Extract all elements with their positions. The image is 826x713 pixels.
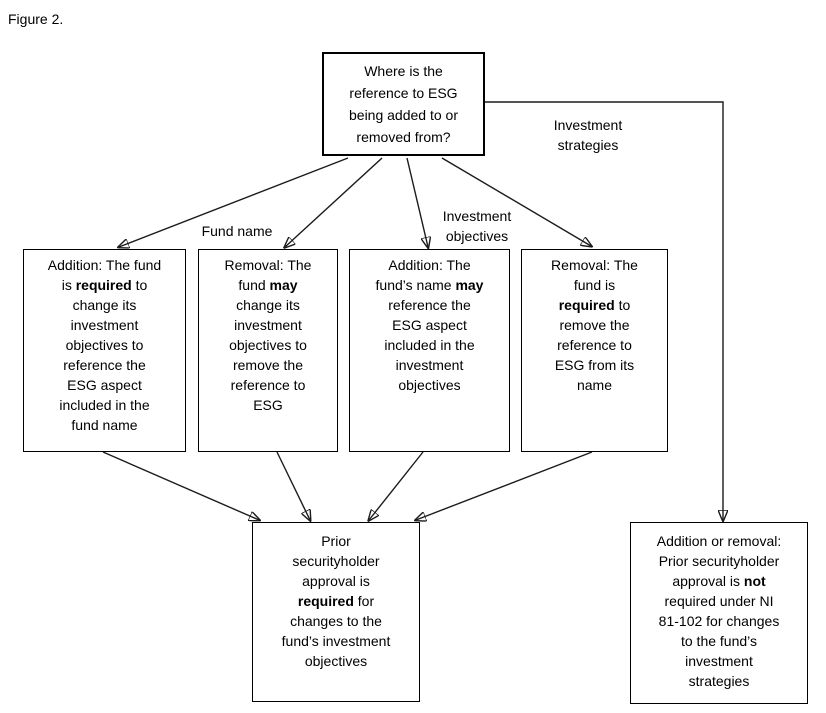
node-question-esg-reference: Where is the reference to ESG being adde… — [322, 52, 485, 156]
arrow-question-to-fund-name-removal — [285, 157, 383, 247]
node-approval-required: Prior securityholder approval is require… — [252, 522, 420, 702]
arrow-question-to-fund-name-addition — [119, 157, 349, 247]
arrow-fund-name-addition-to-approval — [102, 451, 259, 520]
arrow-question-to-objectives-addition — [406, 157, 428, 247]
node-approval-not-required: Addition or removal: Prior securityholde… — [630, 522, 808, 704]
node-objectives-addition: Addition: The fund’s name may reference … — [349, 249, 510, 452]
node-fund-name-removal: Removal: The fund may change its investm… — [198, 249, 338, 452]
arrow-question-to-objectives-removal — [441, 157, 591, 246]
edge-label-fund-name: Fund name — [201, 223, 273, 239]
edge-label-investment-strategies: Investment strategies — [553, 117, 623, 153]
arrow-question-to-strategies-note — [484, 101, 723, 520]
node-objectives-removal: Removal: The fund is required to remove … — [521, 249, 668, 452]
figure-caption: Figure 2. — [8, 11, 64, 27]
arrow-objectives-addition-to-approval — [369, 451, 424, 520]
edge-label-investment-objectives: Investment objectives — [442, 208, 512, 244]
arrow-fund-name-removal-to-approval — [276, 451, 310, 520]
node-fund-name-addition: Addition: The fund is required to change… — [23, 249, 186, 452]
arrow-objectives-removal-to-approval — [416, 451, 593, 520]
